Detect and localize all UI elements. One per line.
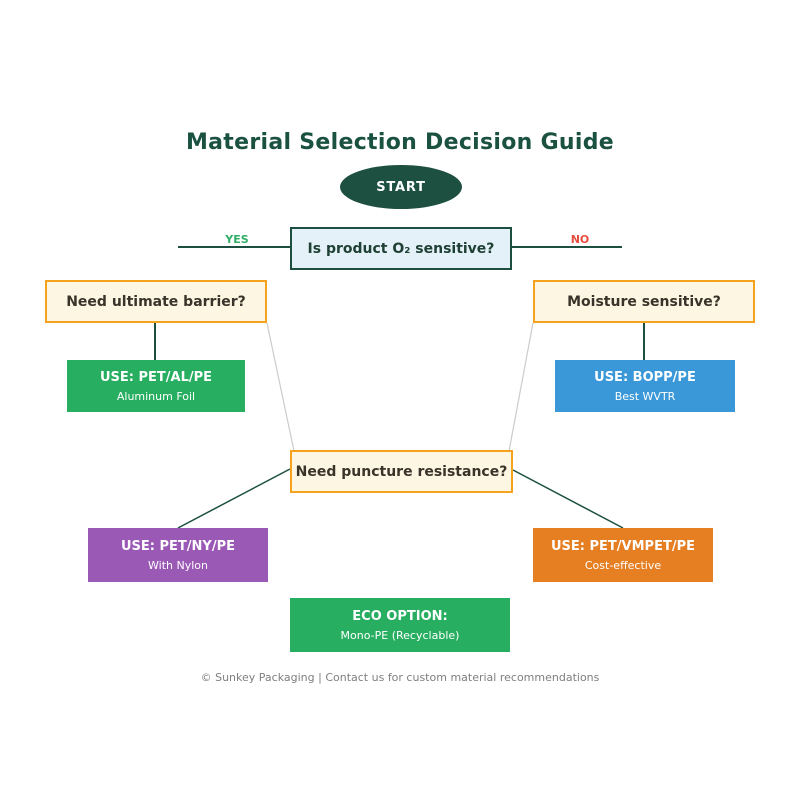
connector-moisture-to-puncture [508, 322, 534, 452]
result-pet-ny-pe: USE: PET/NY/PE With Nylon [88, 528, 268, 582]
connector-moisture-to-bopp [643, 323, 645, 360]
connector-barrier-to-puncture [266, 322, 295, 452]
yes-branch-label: YES [225, 233, 249, 246]
result-bopp-pe-title: USE: BOPP/PE [594, 369, 696, 385]
result-pet-al-pe: USE: PET/AL/PE Aluminum Foil [67, 360, 245, 412]
result-pet-vmpet-pe: USE: PET/VMPET/PE Cost-effective [533, 528, 713, 582]
result-pet-ny-pe-title: USE: PET/NY/PE [121, 538, 235, 554]
connector-puncture-to-vmpet [512, 469, 624, 529]
connector-puncture-to-nylon [177, 468, 291, 529]
result-eco-subtitle: Mono-PE (Recyclable) [340, 628, 460, 642]
question-oxygen-label: Is product O₂ sensitive? [307, 240, 495, 257]
footer-text: © Sunkey Packaging | Contact us for cust… [200, 671, 600, 684]
result-pet-vmpet-pe-subtitle: Cost-effective [584, 558, 662, 572]
result-pet-vmpet-pe-title: USE: PET/VMPET/PE [551, 538, 695, 554]
page-title: Material Selection Decision Guide [185, 130, 615, 155]
no-branch-label: NO [570, 233, 590, 246]
question-puncture-resistance: Need puncture resistance? [290, 450, 513, 493]
question-puncture-label: Need puncture resistance? [295, 463, 508, 480]
result-eco-option: ECO OPTION: Mono-PE (Recyclable) [290, 598, 510, 652]
connector-barrier-to-foil [154, 323, 156, 360]
no-branch-line [512, 246, 622, 248]
start-label: START [376, 179, 426, 195]
result-bopp-pe-subtitle: Best WVTR [614, 389, 676, 403]
yes-branch-line [178, 246, 290, 248]
start-node: START [340, 165, 462, 209]
question-moisture-label: Moisture sensitive? [567, 293, 721, 310]
question-oxygen-sensitive: Is product O₂ sensitive? [290, 227, 512, 270]
result-pet-al-pe-subtitle: Aluminum Foil [116, 389, 196, 403]
result-eco-title: ECO OPTION: [352, 608, 448, 624]
result-bopp-pe: USE: BOPP/PE Best WVTR [555, 360, 735, 412]
question-ultimate-barrier: Need ultimate barrier? [45, 280, 267, 323]
result-pet-al-pe-title: USE: PET/AL/PE [99, 369, 213, 385]
question-moisture-sensitive: Moisture sensitive? [533, 280, 755, 323]
result-pet-ny-pe-subtitle: With Nylon [148, 558, 208, 572]
question-barrier-label: Need ultimate barrier? [66, 293, 246, 310]
